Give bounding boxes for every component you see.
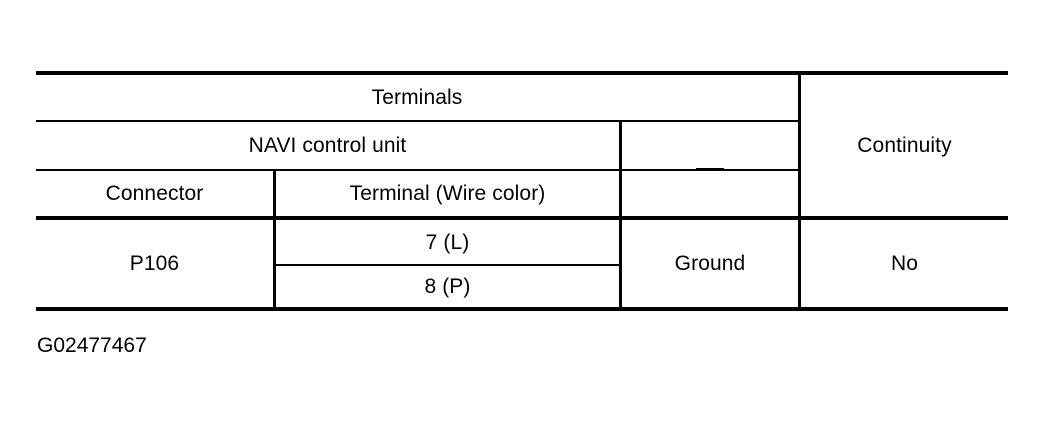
divider-terminals-continuity	[798, 71, 801, 311]
rule-under-terminals	[36, 120, 799, 122]
header-terminal-wire-color: Terminal (Wire color)	[349, 182, 546, 205]
divider-terminal-measurepoint	[619, 122, 622, 311]
divider-connector-terminal	[273, 169, 276, 311]
cell-terminal-value-1: 7 (L)	[425, 230, 470, 254]
rule-under-navi-control-unit	[36, 169, 799, 171]
header-connector: Connector	[105, 182, 204, 205]
rule-between-terminal-rows	[273, 264, 619, 266]
cell-measure-point-value: Ground	[674, 252, 746, 275]
table-bottom-border	[36, 307, 1008, 311]
cell-connector-value: P106	[129, 252, 180, 275]
figure-caption: G02477467	[37, 334, 147, 357]
header-terminals: Terminals	[371, 86, 463, 109]
em-dash-icon	[696, 167, 724, 171]
table-top-border	[36, 71, 1008, 75]
cell-terminal-value-2: 8 (P)	[424, 275, 471, 298]
rule-under-header-block	[36, 216, 1008, 220]
header-continuity: Continuity	[857, 134, 952, 157]
header-measure-point	[622, 122, 798, 216]
header-navi-control-unit: NAVI control unit	[248, 134, 407, 157]
continuity-table: Terminals NAVI control unit Connector Te…	[36, 71, 1008, 311]
cell-continuity-value: No	[890, 252, 919, 275]
